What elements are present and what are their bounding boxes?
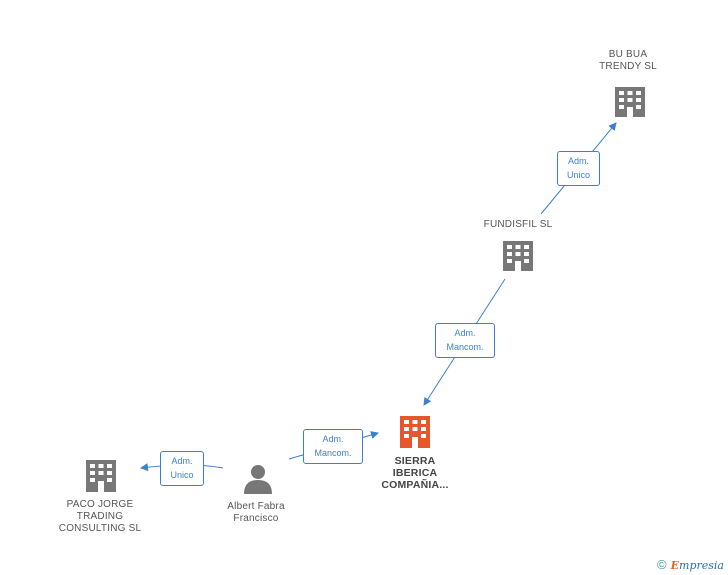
edge-label-fundisfil-bu-bua: Adm. Unico bbox=[557, 151, 600, 186]
node-label-sierra[interactable]: SIERRA IBERICA COMPAÑIA... bbox=[381, 455, 449, 491]
node-label-paco-jorge[interactable]: PACO JORGE TRADING CONSULTING SL bbox=[58, 499, 142, 534]
building-icon[interactable] bbox=[615, 87, 645, 117]
node-label-fundisfil[interactable]: FUNDISFIL SL bbox=[483, 219, 553, 230]
edge-label-albert-paco: Adm. Unico bbox=[160, 451, 204, 486]
brand-initial: E bbox=[670, 559, 680, 572]
node-label-bu-bua[interactable]: BU BUA TRENDY SL bbox=[599, 49, 657, 72]
brand-name: mpresia bbox=[679, 559, 724, 572]
edge-label-fundisfil-sierra: Adm. Mancom. bbox=[435, 323, 495, 358]
edge-label-albert-sierra: Adm. Mancom. bbox=[303, 429, 363, 464]
node-label-albert[interactable]: Albert Fabra Francisco bbox=[227, 501, 285, 524]
building-icon-focus[interactable] bbox=[400, 416, 430, 448]
building-icon[interactable] bbox=[86, 460, 116, 492]
building-icon[interactable] bbox=[503, 241, 533, 271]
person-icon[interactable] bbox=[244, 465, 272, 494]
copyright-symbol: © bbox=[657, 557, 667, 572]
empresia-logo[interactable]: ©Empresia bbox=[657, 557, 724, 572]
